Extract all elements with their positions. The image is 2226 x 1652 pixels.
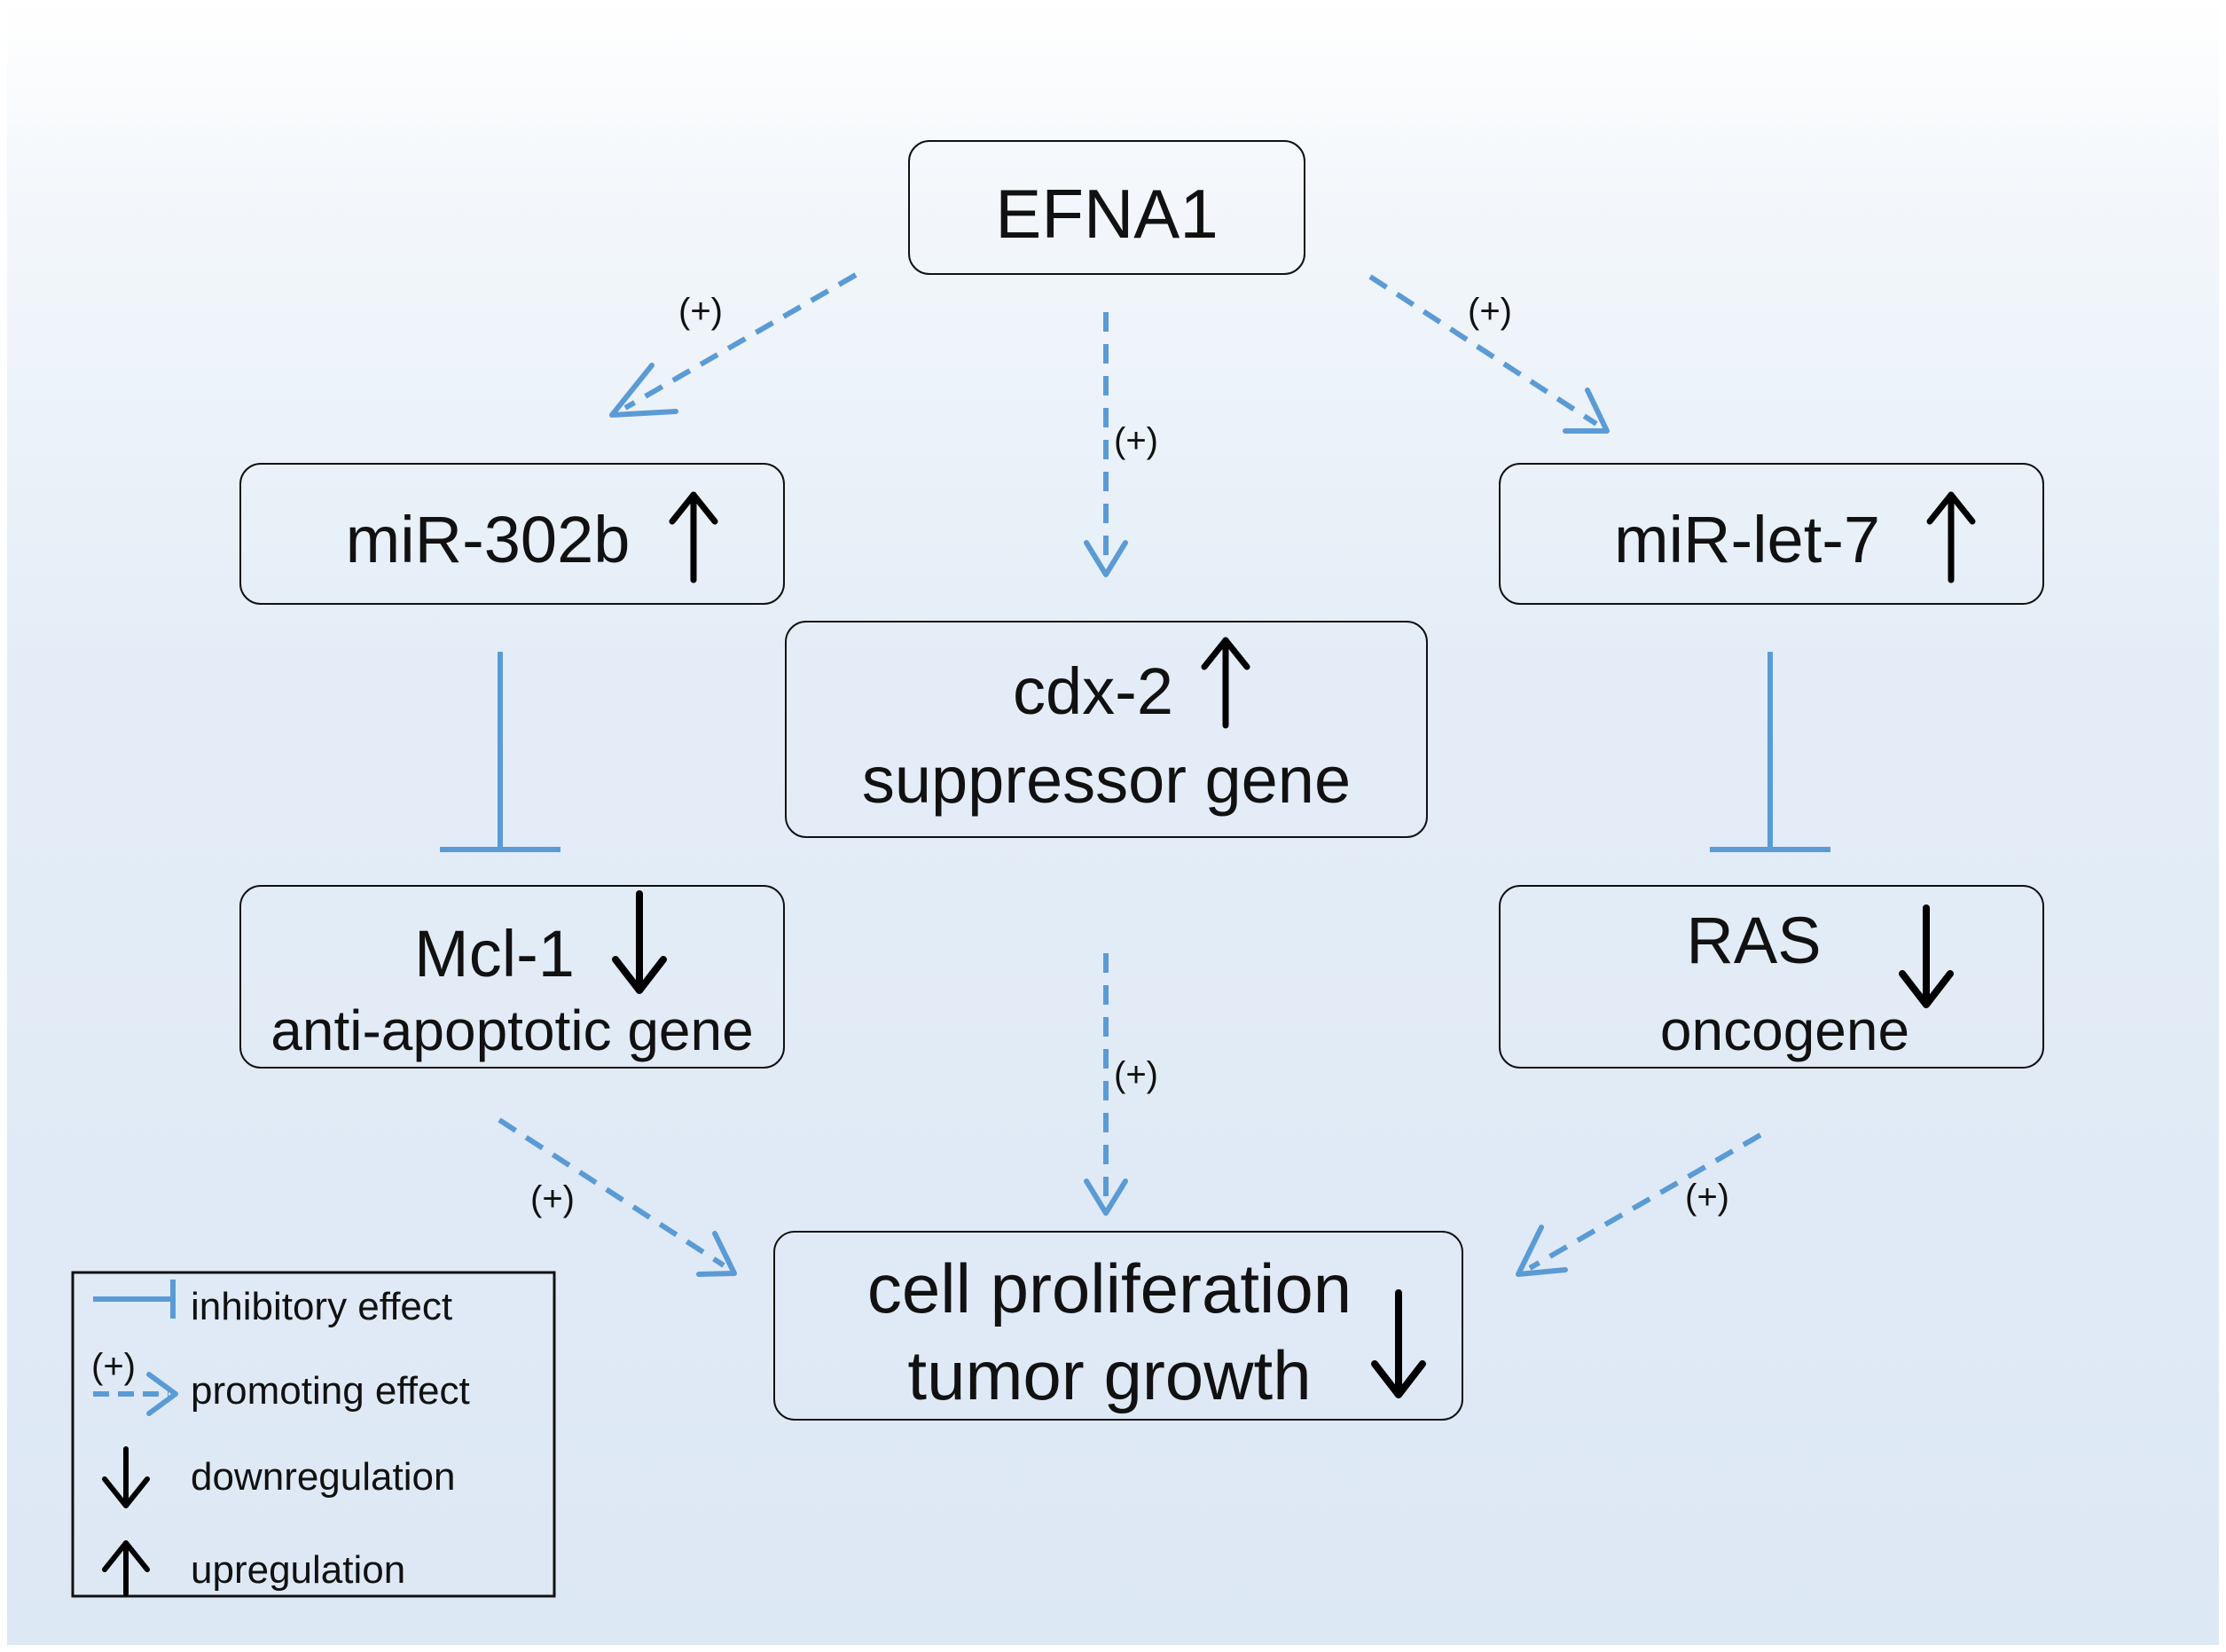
node-cell-sublabel: tumor growth [907,1336,1312,1414]
legend-down-label: downregulation [191,1455,455,1499]
node-efna1-label: EFNA1 [995,175,1219,253]
edge-mcl1-to-cell [498,1117,725,1268]
arrowhead-ras-to-cell [1516,1225,1568,1277]
arrowhead-efna1-to-cdx2 [1084,540,1128,577]
legend-box [71,1271,556,1598]
edge-ras-to-cell [1528,1132,1762,1271]
node-mcl1-sublabel: anti-apoptotic gene [270,998,754,1062]
arrowhead-efna1-to-mirlet7 [1563,388,1610,434]
legend-inhibitory-label: inhibitory effect [191,1285,452,1328]
node-mirlet7-label: miR-let-7 [1613,503,1881,576]
node-mir302b: miR-302b [239,463,785,605]
plus-label-efna1-cdx2: (+) [1114,421,1158,460]
arrowhead-mcl1-to-cell [696,1231,737,1277]
arrowhead-efna1-to-mir302b [609,363,678,418]
arrowhead-cdx2-to-cell [1084,1178,1128,1216]
plus-label-cdx2-cell: (+) [1114,1055,1158,1094]
edge-efna1-to-mir302b [623,272,858,411]
node-mcl1: Mcl-1 anti-apoptotic gene [239,885,785,1069]
node-efna1: EFNA1 [908,140,1305,275]
edge-efna1-to-mirlet7 [1368,274,1598,427]
up-arrow-icon [1926,491,1976,583]
node-ras-sublabel: oncogene [1659,998,1910,1062]
legend-down-arrow-head [102,1476,150,1508]
node-cdx2: cdx-2 suppressor gene [785,621,1428,838]
plus-label-efna1-mir302b: (+) [678,292,723,331]
node-cell-proliferation: cell proliferation tumor growth [773,1231,1463,1421]
down-arrow-icon [1371,1289,1426,1398]
down-arrow-icon [1899,904,1954,1008]
legend-promoting-label: promoting effect [191,1369,470,1413]
node-mir302b-label: miR-302b [345,503,631,576]
legend-promoting-symbol: (+) [91,1347,136,1386]
legend-up-label: upregulation [191,1548,405,1592]
node-cell-label: cell proliferation [866,1249,1352,1327]
node-cdx2-sublabel: suppressor gene [861,743,1352,817]
legend-promoting-head [146,1372,178,1416]
node-mcl1-label: Mcl-1 [414,917,575,990]
plus-label-ras-cell: (+) [1685,1178,1729,1217]
plus-label-mcl1-cell: (+) [530,1179,575,1218]
plus-label-efna1-mirlet7: (+) [1468,292,1512,331]
up-arrow-icon [1201,637,1250,729]
node-ras: RAS oncogene [1499,885,2044,1069]
node-mirlet7: miR-let-7 [1499,463,2044,605]
legend: (+) inhibitory effect promoting effect d… [71,1271,556,1598]
node-ras-label: RAS [1686,904,1822,977]
up-arrow-icon [669,491,718,583]
down-arrow-icon [612,890,667,994]
node-cdx2-label: cdx-2 [1013,654,1173,728]
legend-up-arrow-head [102,1540,150,1572]
